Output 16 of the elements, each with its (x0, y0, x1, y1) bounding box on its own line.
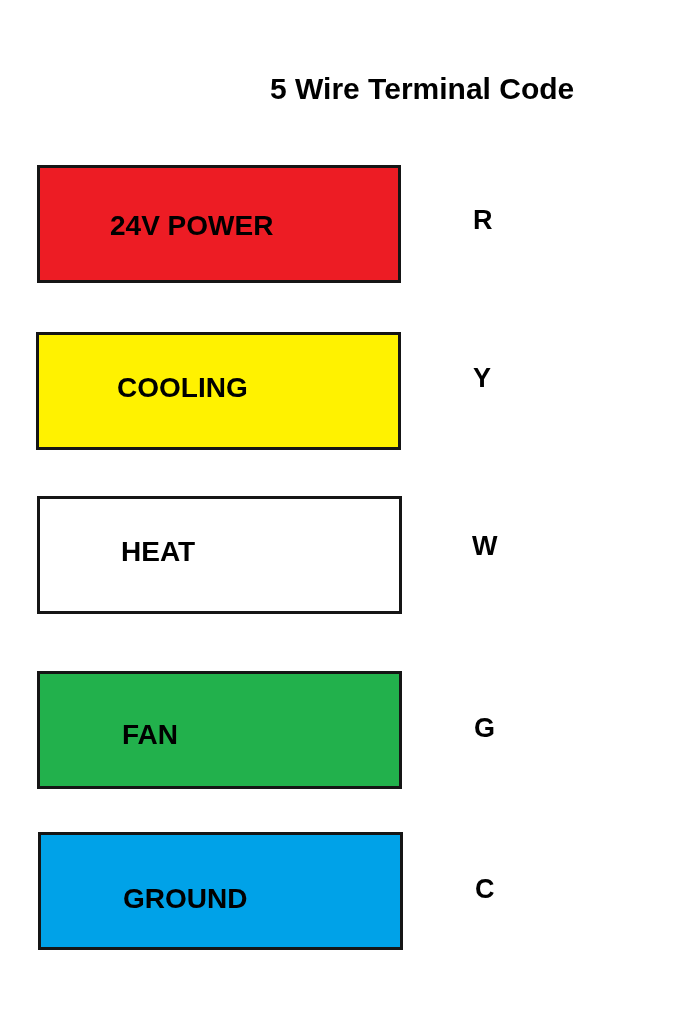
terminal-letter: R (473, 205, 493, 235)
terminal-function-box (37, 165, 401, 283)
diagram-title: 5 Wire Terminal Code (270, 71, 575, 107)
terminal-letter: G (474, 713, 495, 743)
function-label: FAN (122, 719, 178, 751)
terminal-function-box (37, 496, 402, 614)
function-label: GROUND (123, 883, 248, 915)
terminal-letter: C (475, 874, 495, 904)
terminal-letter: W (472, 531, 498, 561)
terminal-letter: Y (473, 363, 491, 393)
function-label: 24V POWER (110, 210, 274, 242)
terminal-function-box (38, 832, 403, 950)
function-label: HEAT (121, 536, 196, 568)
terminal-function-box (37, 671, 402, 789)
terminal-function-box (36, 332, 401, 450)
function-label: COOLING (117, 372, 248, 404)
